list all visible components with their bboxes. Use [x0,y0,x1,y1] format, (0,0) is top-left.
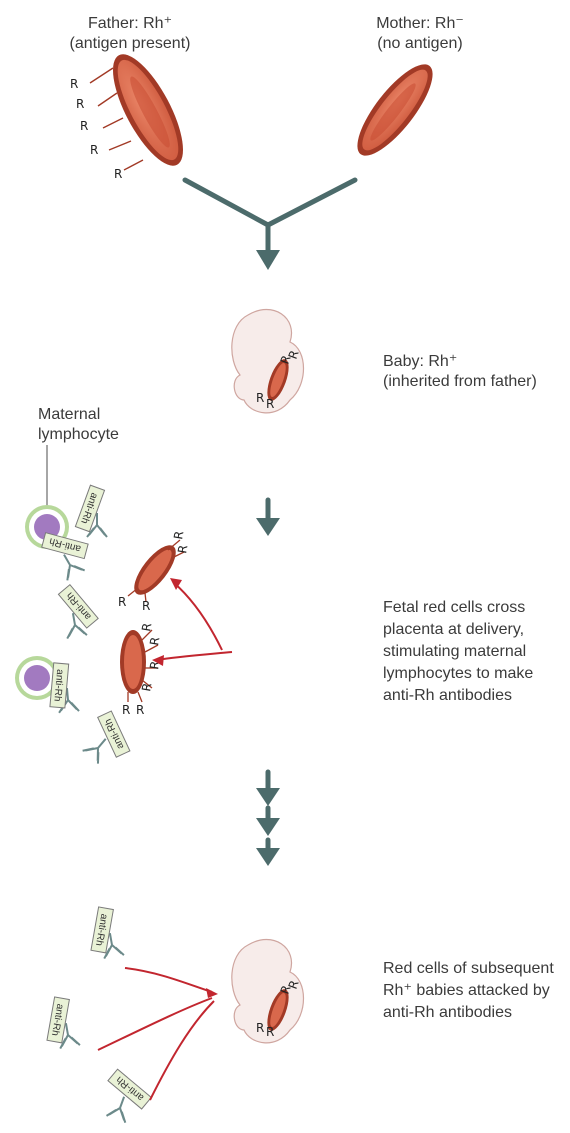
antigen-letter: R [114,167,122,181]
antibody-icon: anti-Rh [96,1067,156,1128]
antigen-letter: R [266,1025,274,1039]
arrow-down-icon [256,250,280,270]
mother-red-cell [346,54,445,166]
antigen-letter: R [90,143,98,157]
antigen-letter: R [136,703,144,717]
antigen-letter: R [122,703,130,717]
crossing-arrows [157,582,232,660]
antigen-letter: R [175,544,190,555]
antibody-icon: anti-Rh [84,904,124,961]
antibody-icon: anti-Rh [40,994,80,1051]
antibody-icon: anti-Rh [75,707,142,774]
father-red-cell [99,45,196,175]
antigen-letter: R [80,119,88,133]
antigen-letter: R [142,599,150,613]
crossing-red-cell-1 [127,539,183,601]
parents-merge-arrow [185,180,355,255]
antibody-icon: anti-Rh [57,581,101,639]
antigen-letter: R [76,97,84,111]
antigen-letter: R [266,397,274,411]
antigen-letter: R [256,1021,264,1035]
stage-arrows [256,500,280,866]
antibody-icon: anti-Rh [75,485,107,537]
arrow-head-icon [206,988,218,998]
antigen-letter: R [256,391,264,405]
antigen-letter: R [147,636,162,647]
antigen-letter: R [70,77,78,91]
antigen-letter: R [139,622,154,633]
antigen-letter: R [139,682,154,693]
antigen-letter: R [118,595,126,609]
antigen-letter: R [171,530,186,541]
